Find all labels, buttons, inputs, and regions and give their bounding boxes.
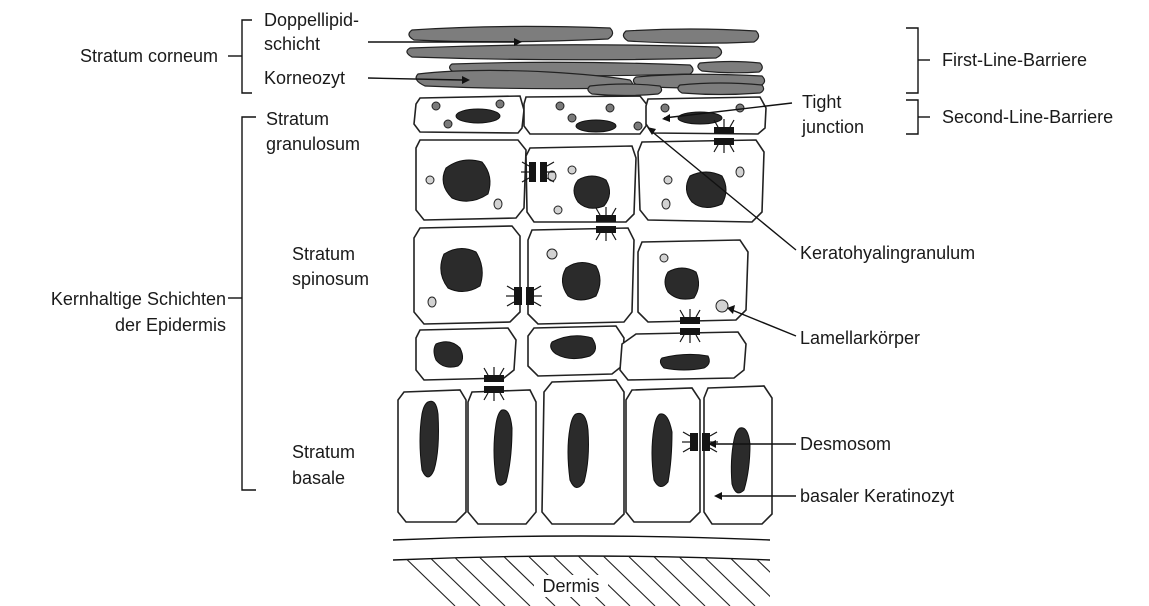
label-tight-line1: Tight (802, 92, 841, 112)
label-spinosum-line1: Stratum (292, 244, 355, 264)
keratohyalin-granule (661, 104, 669, 112)
nucleus (652, 414, 672, 487)
label-basaler-keratinozyt: basaler Keratinozyt (800, 486, 954, 506)
label-doppellipid-line2: schicht (264, 34, 320, 54)
bracket-first-line (906, 28, 918, 93)
nucleus (456, 109, 500, 123)
label-tight-line2: junction (801, 117, 864, 137)
lamellar-body (716, 300, 728, 312)
label-kernhaltige-line2: der Epidermis (115, 315, 226, 335)
label-stratum-corneum: Stratum corneum (80, 46, 218, 66)
label-keratohyalingranulum: Keratohyalingranulum (800, 243, 975, 263)
label-first-line-barriere: First-Line-Barriere (942, 50, 1087, 70)
nucleus (551, 336, 596, 359)
corneocyte (623, 29, 758, 43)
lamellar-body (547, 249, 557, 259)
keratohyalin-granule (568, 114, 576, 122)
lamellar-body (494, 199, 502, 209)
corneocyte (678, 83, 764, 95)
label-dermis: Dermis (543, 576, 600, 596)
label-second-line-barriere: Second-Line-Barriere (942, 107, 1113, 127)
label-basale-line2: basale (292, 468, 345, 488)
nucleus (443, 160, 490, 201)
bracket-stratum-corneum (242, 20, 252, 93)
corneocyte (698, 62, 762, 73)
nucleus (660, 354, 709, 370)
label-korneozyt: Korneozyt (264, 68, 345, 88)
stratum-corneum-layer (407, 26, 765, 95)
keratohyalin-granule (432, 102, 440, 110)
lamellar-body (428, 297, 436, 307)
lamellar-body (426, 176, 434, 184)
label-granulosum-line1: Stratum (266, 109, 329, 129)
desmosome (506, 286, 542, 306)
nucleus (686, 172, 726, 208)
label-basale-line1: Stratum (292, 442, 355, 462)
nucleus (576, 120, 616, 132)
label-lamellarkoerper: Lamellarkörper (800, 328, 920, 348)
label-kernhaltige-line1: Kernhaltige Schichten (51, 289, 226, 309)
lamellar-body (568, 166, 576, 174)
keratohyalin-granule (634, 122, 642, 130)
basement-membrane-line (393, 536, 770, 540)
nucleus (441, 248, 482, 291)
nucleus (574, 176, 610, 208)
nucleus (665, 268, 699, 299)
lamellar-body (664, 176, 672, 184)
keratohyalin-granule (606, 104, 614, 112)
desmosome (596, 207, 616, 241)
desmosome (484, 367, 504, 401)
label-spinosum-line2: spinosum (292, 269, 369, 289)
stratum-granulosum-layer (414, 96, 766, 134)
desmosome (680, 309, 700, 343)
corneocyte (407, 45, 722, 60)
lamellar-body (554, 206, 562, 214)
lamellar-body (660, 254, 668, 262)
keratohyalin-granule (556, 102, 564, 110)
label-granulosum-line2: granulosum (266, 134, 360, 154)
keratohyalin-granule (496, 100, 504, 108)
lamellar-body (662, 199, 670, 209)
corneocyte (409, 26, 613, 41)
bracket-second-line (906, 100, 918, 134)
label-desmosom: Desmosom (800, 434, 891, 454)
spinosum-middle-cells (414, 226, 748, 324)
nucleus (562, 262, 600, 300)
keratohyalin-granule (444, 120, 452, 128)
corneocyte (588, 84, 662, 96)
nucleus (568, 413, 589, 487)
pointer-lamellar (732, 310, 796, 336)
desmosome (714, 119, 734, 153)
lamellar-body (736, 167, 744, 177)
bracket-kernhaltige (242, 117, 256, 490)
label-doppellipid-line1: Doppellipid- (264, 10, 359, 30)
keratohyalin-granule (736, 104, 744, 112)
